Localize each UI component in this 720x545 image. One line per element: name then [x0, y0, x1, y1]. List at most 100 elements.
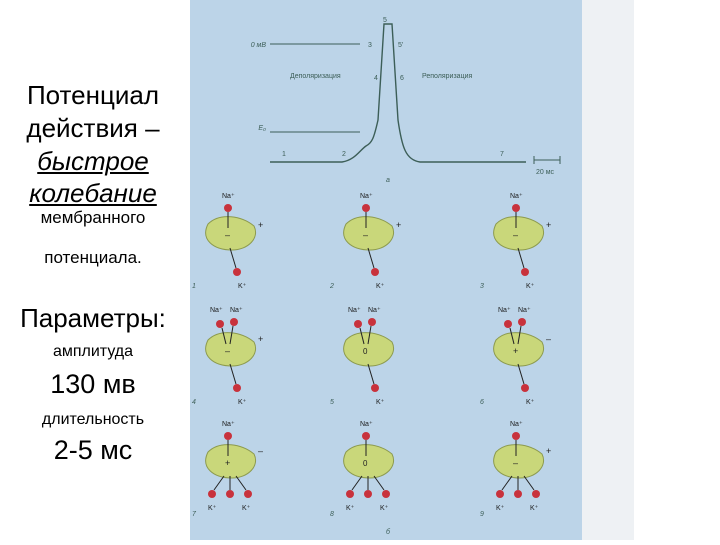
point-label: 4	[374, 75, 378, 82]
na-label: Na⁺	[510, 193, 523, 200]
na-ion	[512, 432, 520, 440]
point-label: 3	[368, 42, 372, 49]
caption-panel: Потенциал действия – быстрое колебание м…	[0, 0, 186, 540]
k-ion	[233, 268, 241, 276]
depolarization-label: Деполяризация	[290, 73, 341, 80]
na-ion	[224, 204, 232, 212]
inner-charge: –	[513, 458, 518, 468]
na-ion	[230, 318, 238, 326]
na-label: Na⁺	[348, 307, 361, 314]
na-label: Na⁺	[222, 193, 235, 200]
na-label: Na⁺	[360, 421, 373, 428]
ion-arrow	[229, 247, 237, 269]
k-label: K⁺	[496, 505, 505, 512]
cell-number: 2	[329, 283, 334, 290]
cell-diagram: Na⁺ 0 K⁺ K⁺ 8	[330, 421, 394, 518]
point-label: 5'	[398, 42, 403, 49]
inner-charge: –	[363, 230, 368, 240]
ion-arrow	[359, 327, 365, 345]
cell-body	[343, 444, 394, 479]
outer-charge: +	[258, 334, 263, 344]
ion-arrow	[523, 475, 535, 491]
na-ion	[216, 320, 224, 328]
na-ion	[504, 320, 512, 328]
inner-charge: –	[225, 346, 230, 356]
ion-arrow	[351, 475, 363, 491]
title-line: Потенциал	[26, 80, 160, 110]
cell-diagram: Na⁺ Na⁺ – + K⁺ 4	[192, 307, 263, 406]
na-ion	[368, 318, 376, 326]
k-ion	[226, 490, 234, 498]
k-label: K⁺	[526, 283, 535, 290]
point-label: 2	[342, 151, 346, 158]
k-ion	[521, 384, 529, 392]
na-label: Na⁺	[368, 307, 381, 314]
cell-body	[493, 216, 544, 251]
title-line: мембранного	[40, 208, 146, 227]
k-label: K⁺	[208, 505, 217, 512]
outer-charge: +	[546, 220, 551, 230]
k-ion	[208, 490, 216, 498]
na-ion	[512, 204, 520, 212]
k-label: K⁺	[376, 399, 385, 406]
k-ion	[496, 490, 504, 498]
figure-svg: 0 мВ E₀ Деполяризация Реполяризация 20 м…	[192, 17, 561, 536]
cell-diagram: Na⁺ – + K⁺ 2	[329, 193, 401, 290]
ion-arrow	[229, 325, 234, 345]
ion-arrow	[367, 363, 375, 385]
k-ion	[233, 384, 241, 392]
repolarization-label: Реполяризация	[422, 73, 472, 80]
action-potential-figure: 0 мВ E₀ Деполяризация Реполяризация 20 м…	[190, 0, 582, 540]
inner-charge-zero: 0	[363, 459, 368, 468]
ion-arrow	[229, 363, 237, 385]
scale-bar-label: 20 мс	[536, 169, 555, 176]
k-ion	[244, 490, 252, 498]
outer-charge: +	[258, 220, 263, 230]
action-potential-graph: 0 мВ E₀ Деполяризация Реполяризация 20 м…	[251, 17, 561, 184]
title-line: действия –	[26, 113, 160, 143]
title-line: потенциала.	[44, 248, 142, 267]
outer-charge: +	[396, 220, 401, 230]
na-ion	[362, 432, 370, 440]
outer-charge: –	[258, 446, 263, 456]
margin-strip	[582, 0, 634, 540]
title-line-emphasis: быстрое	[37, 146, 149, 176]
na-label: Na⁺	[510, 421, 523, 428]
k-label: K⁺	[238, 283, 247, 290]
cell-diagram: Na⁺ – + K⁺ 1	[192, 193, 263, 290]
cell-number: 7	[192, 511, 197, 518]
inner-charge: +	[225, 458, 230, 468]
ion-arrow	[373, 475, 385, 491]
point-label: 7	[500, 151, 504, 158]
cell-diagram: Na⁺ – + K⁺ 3	[480, 193, 551, 290]
duration-value: 2-5 мс	[53, 435, 133, 465]
amplitude-value: 130 мв	[50, 369, 136, 399]
point-label: 1	[282, 151, 286, 158]
inner-charge: –	[225, 230, 230, 240]
ion-arrow	[509, 327, 515, 345]
ion-arrow	[235, 475, 247, 491]
k-label: K⁺	[238, 399, 247, 406]
cell-diagram: Na⁺ – + K⁺ K⁺ 9	[480, 421, 551, 518]
point-label: 5	[383, 17, 387, 24]
rest-level-label: E₀	[258, 125, 266, 132]
panel-letter-a: а	[386, 177, 390, 184]
k-label: K⁺	[526, 399, 535, 406]
na-label: Na⁺	[230, 307, 243, 314]
k-label: K⁺	[380, 505, 389, 512]
na-ion	[518, 318, 526, 326]
k-ion	[371, 268, 379, 276]
params-heading: Параметры:	[20, 303, 166, 333]
cell-diagram: Na⁺ + – K⁺ K⁺ 7	[192, 421, 263, 518]
cell-body	[205, 332, 256, 367]
na-label: Na⁺	[222, 421, 235, 428]
duration-label: длительность	[41, 411, 145, 428]
inner-charge: –	[513, 230, 518, 240]
cell-body	[205, 216, 256, 251]
ion-arrow	[213, 475, 225, 491]
na-ion	[362, 204, 370, 212]
cell-body	[343, 332, 394, 367]
k-label: K⁺	[530, 505, 539, 512]
cell-number: 6	[480, 399, 484, 406]
cell-number: 1	[192, 283, 196, 290]
